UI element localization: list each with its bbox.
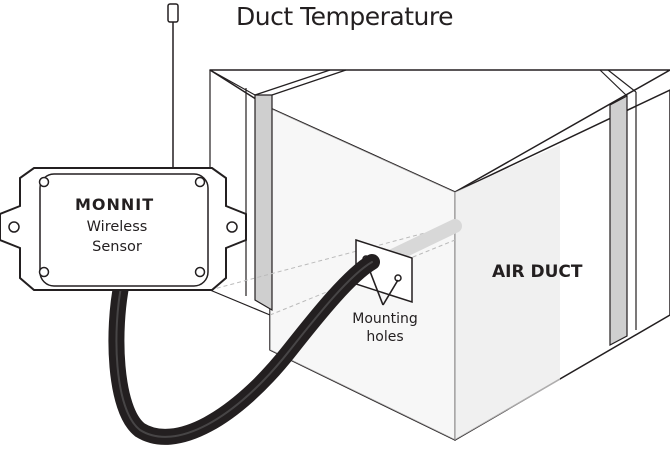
sensor-label-line2: Sensor xyxy=(92,239,142,255)
mount-tab-hole-icon xyxy=(226,221,238,233)
mount-tab-hole-icon xyxy=(8,221,20,233)
diagram-title: Duct Temperature xyxy=(236,2,453,31)
screw-icon xyxy=(38,266,50,278)
mounting-holes-label-line1: Mounting xyxy=(352,311,418,327)
sensor-housing xyxy=(0,167,247,291)
screw-icon xyxy=(194,266,206,278)
mounting-holes-label-line2: holes xyxy=(366,329,404,345)
air-duct-label: AIR DUCT xyxy=(492,262,583,282)
screw-icon xyxy=(194,176,206,188)
brand-logo-text: MONNIT xyxy=(75,195,155,214)
antenna xyxy=(167,3,179,168)
screw-icon xyxy=(38,176,50,188)
sensor-label-line1: Wireless xyxy=(86,219,148,235)
duct-seams xyxy=(209,69,637,346)
